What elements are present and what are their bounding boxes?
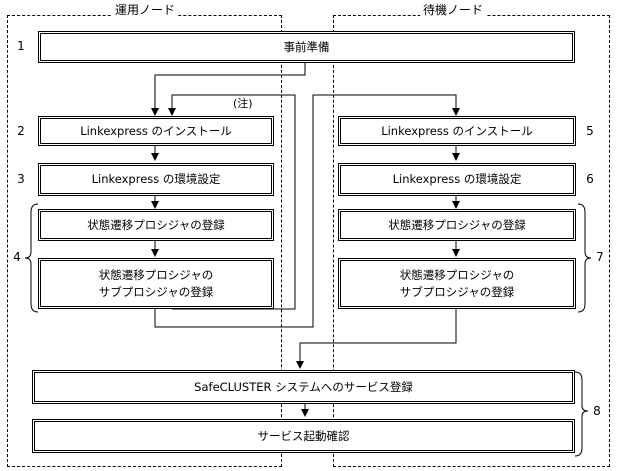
step-service-reg-label: SafeCLUSTER システムへのサービス登録: [194, 379, 413, 394]
step-install-op-box: Linkexpress のインストール: [38, 116, 274, 146]
step-sub-op-label-2: サブプロシジャの登録: [98, 284, 214, 299]
step-sub-sb-label-1: 状態遷移プロシジャの: [399, 267, 515, 282]
operating-node-label: 運用ノード: [112, 3, 179, 17]
step-env-op-label: Linkexpress の環境設定: [91, 172, 221, 186]
step-install-sb-label: Linkexpress のインストール: [381, 123, 533, 138]
step-reg-sb-label: 状態遷移プロシジャの登録: [388, 217, 526, 232]
step-sub-sb-label-2: サブプロシジャの登録: [399, 284, 515, 299]
step-prep-label: 事前準備: [283, 39, 330, 54]
step-service-check-label: サービス起動確認: [257, 428, 350, 443]
step-sub-sb-box: 状態遷移プロシジャの サブプロシジャの登録: [338, 258, 576, 309]
step-install-sb-box: Linkexpress のインストール: [338, 116, 576, 146]
step-number-5: 5: [586, 124, 594, 138]
step-number-4: 4: [13, 250, 21, 264]
step-sub-op-box: 状態遷移プロシジャの サブプロシジャの登録: [38, 258, 274, 309]
step-env-sb-label: Linkexpress の環境設定: [392, 172, 522, 186]
step-number-2: 2: [17, 124, 25, 138]
step-install-op-label: Linkexpress のインストール: [80, 123, 232, 138]
step-sub-op-label-1: 状態遷移プロシジャの: [98, 267, 214, 282]
step-number-6: 6: [586, 172, 594, 186]
note-label: (注): [233, 97, 253, 110]
step-reg-op-label: 状態遷移プロシジャの登録: [87, 217, 225, 232]
step-number-1: 1: [17, 39, 25, 53]
step-env-op-box: Linkexpress の環境設定: [38, 163, 274, 196]
step-reg-op-box: 状態遷移プロシジャの登録: [38, 209, 274, 241]
step-service-reg-box: SafeCLUSTER システムへのサービス登録: [32, 370, 575, 404]
step-reg-sb-box: 状態遷移プロシジャの登録: [338, 209, 576, 241]
step-prep-box: 事前準備: [38, 31, 575, 63]
step-number-8: 8: [593, 404, 601, 418]
step-number-7: 7: [596, 250, 604, 264]
step-env-sb-box: Linkexpress の環境設定: [338, 163, 576, 196]
standby-node-label: 待機ノード: [420, 3, 487, 17]
step-number-3: 3: [17, 172, 25, 186]
step-service-check-box: サービス起動確認: [32, 419, 575, 453]
